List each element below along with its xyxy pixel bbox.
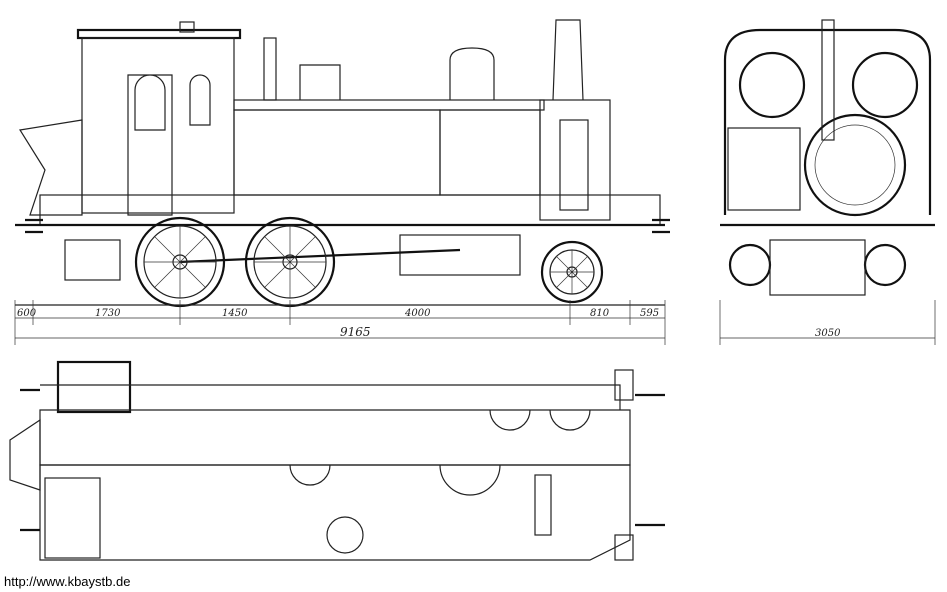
cab-front-outline: [723, 28, 932, 215]
cab-window: [189, 74, 211, 126]
cab-roof-top: [56, 360, 132, 414]
leading-wheel: [540, 240, 604, 304]
buffers-top: [20, 388, 665, 532]
dimension-lines: 600 1730 1450 4000 810 595 9165 3050: [14, 300, 936, 345]
dim-600: 600: [17, 308, 37, 319]
dim-810: 810: [590, 308, 610, 319]
dim-width: 3050: [815, 328, 841, 339]
step-box: [64, 239, 121, 281]
smokebox-door: [803, 113, 907, 217]
cab: [81, 37, 235, 214]
boiler-top: [233, 99, 545, 111]
coupling-rod: [179, 248, 461, 264]
lower-half: [39, 464, 631, 561]
dim-1730: 1730: [95, 308, 121, 319]
driving-wheel-2: [244, 216, 336, 308]
cab-door: [127, 74, 173, 216]
steam-dome: [449, 47, 495, 100]
top-view: [9, 360, 665, 561]
sand-dome: [299, 64, 341, 100]
driving-wheel-1: [134, 216, 226, 308]
cab-roof: [76, 28, 242, 40]
front-window-right: [851, 51, 919, 119]
front-window-left: [738, 51, 806, 119]
side-tank: [233, 109, 441, 196]
front-buffer-right: [863, 243, 907, 287]
dim-1450: 1450: [222, 308, 248, 319]
coal-bunker: [19, 119, 83, 216]
chimney-front: [821, 19, 835, 141]
dim-4000: 4000: [404, 308, 431, 319]
buffers: [25, 218, 670, 234]
front-view: [720, 19, 935, 296]
bunker-top: [9, 418, 41, 491]
source-url[interactable]: http://www.kbaystb.de: [4, 574, 131, 589]
dim-595: 595: [640, 308, 659, 319]
safety-valve: [263, 37, 277, 101]
upper-half: [39, 409, 631, 466]
dim-total-length: 9165: [340, 325, 371, 339]
chimney: [552, 19, 584, 101]
cylinder: [399, 234, 521, 276]
dome-top: [326, 516, 364, 554]
front-buffer-left: [728, 243, 772, 287]
boiler: [439, 109, 541, 196]
side-view: [15, 19, 670, 308]
smokebox: [539, 99, 611, 221]
